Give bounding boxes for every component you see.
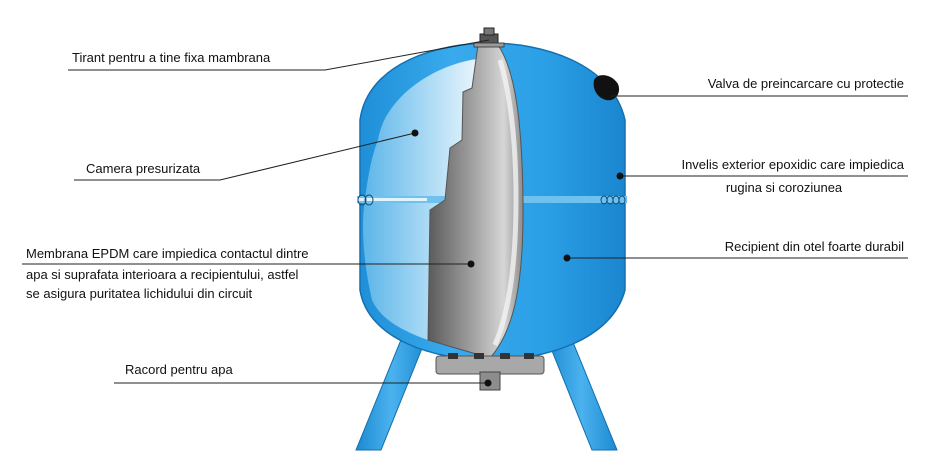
label-epoxy-coating-line1: Invelis exterior epoxidic care impiedica	[681, 157, 904, 172]
precharge-valve-cap	[593, 75, 620, 101]
label-membrane-line1: Membrana EPDM care impiedica contactul d…	[26, 246, 309, 261]
water-connection-fitting	[435, 353, 545, 391]
label-membrane-line2: apa si suprafata interioara a recipientu…	[26, 267, 299, 282]
label-precharge-valve: Valva de preincarcare cu protectie	[708, 76, 904, 91]
epdm-membrane	[427, 44, 524, 359]
membrane-highlight	[492, 59, 519, 346]
labels: Tirant pentru a tine fixa mambrana Camer…	[26, 50, 905, 377]
tie-rod	[473, 27, 505, 48]
label-epoxy-coating-line2: rugina si coroziunea	[726, 180, 843, 195]
leader-lines	[22, 39, 908, 387]
label-tie-rod: Tirant pentru a tine fixa mambrana	[72, 50, 271, 65]
label-water-connection: Racord pentru apa	[125, 362, 233, 377]
label-steel-vessel: Recipient din otel foarte durabil	[725, 239, 904, 254]
label-pressurized-chamber: Camera presurizata	[86, 161, 201, 176]
label-membrane-line3: se asigura puritatea lichidului din circ…	[26, 286, 253, 301]
